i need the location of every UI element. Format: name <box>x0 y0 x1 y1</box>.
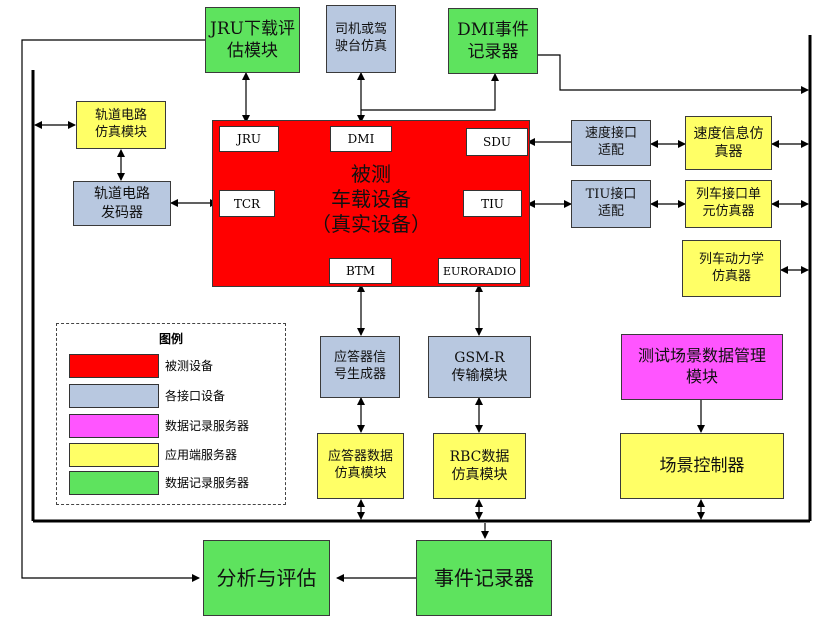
speed-adapter-box: 速度接口 适配 <box>571 120 651 166</box>
link-dmi-recorder-bus <box>538 54 809 94</box>
track-coder-box: 轨道电路 发码器 <box>73 181 171 226</box>
dut-port-euroradio: EURORADIO <box>438 258 521 284</box>
legend-swatch-yellow <box>69 443 159 467</box>
track-sim-box: 轨道电路 仿真模块 <box>76 101 166 149</box>
train-if-sim-box: 列车接口单 元仿真器 <box>685 180 772 228</box>
link-dmi-recorder <box>361 73 499 111</box>
dut-port-dmi: DMI <box>330 126 392 152</box>
legend-swatch-blue <box>69 384 159 408</box>
gsmr-box: GSM-R 传输模块 <box>428 336 531 398</box>
dut-port-sdu: SDU <box>466 128 528 156</box>
dmi-recorder-box: DMI事件 记录器 <box>448 8 538 74</box>
dut-port-jru: JRU <box>219 126 279 152</box>
legend-label: 数据记录服务器 <box>165 419 250 433</box>
rbc-sim-box: RBC数据 仿真模块 <box>433 433 526 499</box>
jru-eval-box: JRU下载评 估模块 <box>205 7 300 73</box>
balise-gen-box: 应答器信 号生成器 <box>320 336 400 398</box>
analysis-box: 分析与评估 <box>203 540 330 616</box>
legend-swatch-green <box>69 471 159 495</box>
dut-port-tiu: TIU <box>463 190 522 217</box>
driver-sim-box: 司机或驾 驶台仿真 <box>326 5 396 73</box>
legend-title: 图例 <box>158 332 183 346</box>
legend-label: 应用端服务器 <box>165 448 238 462</box>
link-jru-analysis <box>21 39 205 582</box>
dut-port-tcr: TCR <box>219 190 275 217</box>
balise-sim-box: 应答器数据 仿真模块 <box>317 433 404 499</box>
scenario-ctrl-box: 场景控制器 <box>620 433 784 499</box>
legend-swatch-red <box>69 354 159 378</box>
event-recorder-box: 事件记录器 <box>416 540 552 616</box>
legend-label: 各接口设备 <box>165 389 226 403</box>
legend-label: 数据记录服务器 <box>165 476 250 490</box>
legend-label: 被测设备 <box>165 359 214 373</box>
scenario-mgmt-box: 测试场景数据管理 模块 <box>621 334 783 400</box>
legend-swatch-magenta <box>69 414 159 438</box>
dut-port-btm: BTM <box>329 258 392 284</box>
dynamics-sim-box: 列车动力学 仿真器 <box>682 240 781 297</box>
tiu-adapter-box: TIU接口 适配 <box>571 180 651 228</box>
speed-sim-box: 速度信息仿 真器 <box>685 116 772 170</box>
dut-title: 被测 车载设备 （真实设备） <box>311 162 431 236</box>
legend: 图例 被测设备 各接口设备 数据记录服务器 应用端服务器 数据记录服务器 <box>56 323 286 505</box>
